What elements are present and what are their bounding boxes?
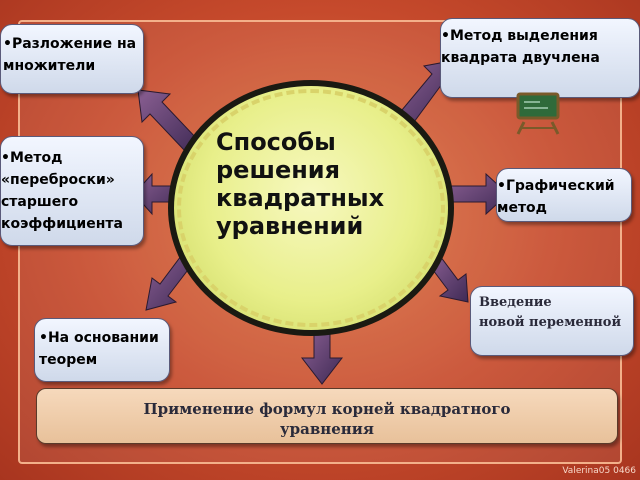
node-graphical-label: •Графический метод: [497, 178, 615, 216]
node-new-variable: Введение новой переменной: [470, 286, 634, 356]
node-square-complete: •Метод выделения квадрата двучлена: [440, 18, 640, 98]
node-theorems: •На основании теорем: [34, 318, 170, 382]
arrow-to-new-variable: [426, 255, 469, 303]
formula-banner: Применение формул корней квадратного ура…: [36, 388, 618, 444]
node-square-complete-label: •Метод выделения квадрата двучлена: [441, 28, 600, 66]
arrow-to-banner: [300, 329, 344, 385]
watermark: Valerina05 0466: [562, 466, 636, 476]
center-title: Способы решения квадратных уравнений: [216, 128, 385, 240]
node-new-variable-label: Введение новой переменной: [479, 295, 622, 330]
center-circle: [168, 80, 454, 336]
chalkboard-icon: [516, 92, 560, 135]
node-factoring-label: •Разложение на множители: [3, 36, 137, 74]
node-factoring: •Разложение на множители: [0, 24, 144, 94]
node-theorems-label: •На основании теорем: [39, 330, 159, 368]
node-transfer-label: •Метод «переброски» старшего коэффициент…: [1, 150, 123, 232]
node-transfer: •Метод «переброски» старшего коэффициент…: [0, 136, 144, 246]
node-graphical: •Графический метод: [496, 168, 632, 222]
